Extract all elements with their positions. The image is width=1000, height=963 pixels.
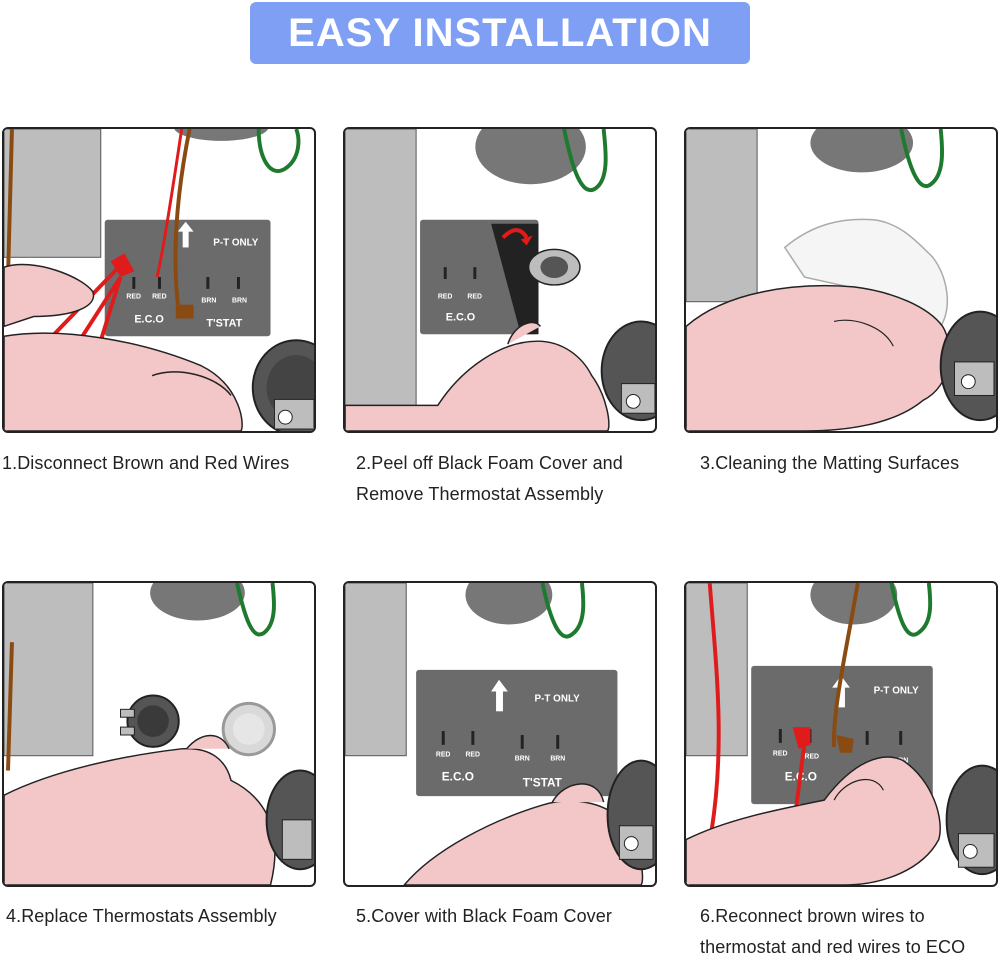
tstat-label: T'STAT <box>206 317 242 329</box>
step-4-caption: 4.Replace Thermostats Assembly <box>6 901 277 932</box>
step-6-caption: 6.Reconnect brown wires to thermostat an… <box>700 901 965 963</box>
red-label: RED <box>126 294 141 301</box>
step-5-caption: 5.Cover with Black Foam Cover <box>356 901 612 932</box>
brn-label: BRN <box>232 298 247 305</box>
brn-label: BRN <box>201 298 216 305</box>
step-2-illustration: RED RED E.C.O <box>343 127 657 433</box>
step-3-caption: 3.Cleaning the Matting Surfaces <box>700 448 959 479</box>
step-5-illustration: P-T ONLY RED RED BRN BRN E.C.O T'STAT <box>343 581 657 887</box>
caption-line: thermostat and red wires to ECO <box>700 937 966 957</box>
step-4-illustration <box>2 581 316 887</box>
eco-label: E.C.O <box>446 311 476 323</box>
brn-label: BRN <box>515 756 530 763</box>
pt-only-label: P-T ONLY <box>874 686 920 697</box>
step-1-illustration: P-T ONLY RED RED BRN BRN E.C.O T'STAT <box>2 127 316 433</box>
eco-label: E.C.O <box>442 769 474 783</box>
red-label: RED <box>467 294 482 301</box>
step-2-drawing: RED RED E.C.O <box>345 129 655 431</box>
pt-only-label: P-T ONLY <box>213 237 259 248</box>
eco-label: E.C.O <box>134 313 164 325</box>
step-1-drawing: P-T ONLY RED RED BRN BRN E.C.O T'STAT <box>4 129 314 431</box>
red-label: RED <box>438 294 453 301</box>
page-title: EASY INSTALLATION <box>288 10 712 55</box>
caption-line: 1.Disconnect Brown and Red Wires <box>2 453 290 473</box>
step-6-drawing: P-T ONLY RED RED BRN E.C.O <box>686 583 996 885</box>
caption-line: 3.Cleaning the Matting Surfaces <box>700 453 960 473</box>
red-label: RED <box>152 294 167 301</box>
step-5-drawing: P-T ONLY RED RED BRN BRN E.C.O T'STAT <box>345 583 655 885</box>
caption-line: 2.Peel off Black Foam Cover and <box>356 453 623 473</box>
step-3-illustration <box>684 127 998 433</box>
title-banner: EASY INSTALLATION <box>250 2 750 64</box>
tstat-label: T'STAT <box>523 775 563 789</box>
step-3-drawing <box>686 129 996 431</box>
pt-only-label: P-T ONLY <box>535 693 581 704</box>
caption-line: 6.Reconnect brown wires to <box>700 906 925 926</box>
brn-label: BRN <box>550 756 565 763</box>
caption-line: 4.Replace Thermostats Assembly <box>6 906 277 926</box>
step-4-drawing <box>4 583 314 885</box>
step-1-caption: 1.Disconnect Brown and Red Wires <box>2 448 289 479</box>
red-label: RED <box>465 752 480 759</box>
caption-line: 5.Cover with Black Foam Cover <box>356 906 612 926</box>
step-6-illustration: P-T ONLY RED RED BRN E.C.O <box>684 581 998 887</box>
caption-line: Remove Thermostat Assembly <box>356 484 604 504</box>
red-label: RED <box>804 754 819 761</box>
step-2-caption: 2.Peel off Black Foam Cover and Remove T… <box>356 448 623 510</box>
red-label: RED <box>773 751 788 758</box>
red-label: RED <box>436 752 451 759</box>
